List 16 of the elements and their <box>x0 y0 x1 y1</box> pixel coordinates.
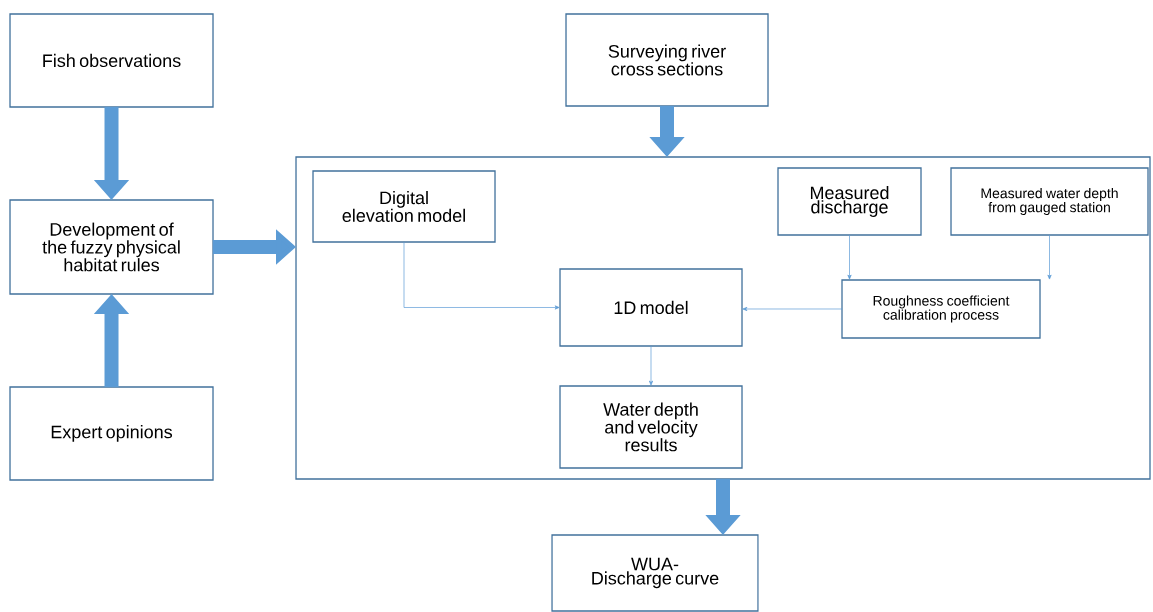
process-box: Water depth and velocity results <box>559 385 743 469</box>
process-box: Digital elevation model <box>312 170 496 243</box>
process-box: 1D model <box>559 268 743 347</box>
process-box: Development of the fuzzy physical habitat rules <box>9 199 214 295</box>
arrow <box>648 345 654 386</box>
process-box: Fish observations <box>9 13 214 108</box>
process-box: WUA-Discharge curve <box>551 534 759 612</box>
process-box: Measured discharge <box>777 167 922 236</box>
process-box: Measured water depth from gauged station <box>950 167 1149 236</box>
arrow <box>1047 234 1052 280</box>
process-box: Roughness coefficient calibration process <box>841 279 1041 339</box>
process-box: Surveying river cross sections <box>565 13 769 107</box>
arrow <box>847 234 852 280</box>
arrow <box>403 241 560 310</box>
arrow <box>742 306 843 312</box>
process-box: Expert opinions <box>9 386 214 481</box>
